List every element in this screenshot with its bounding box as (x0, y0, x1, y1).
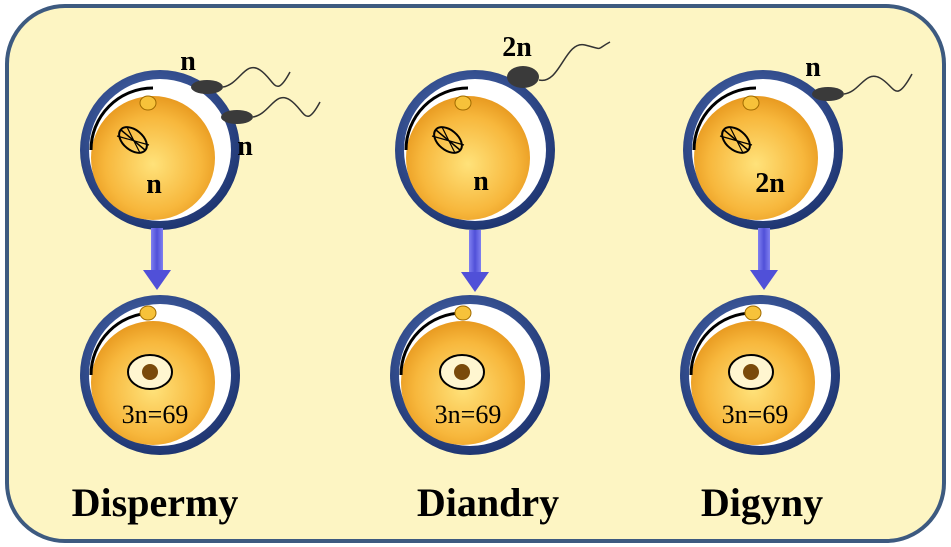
mechanism-name: Digyny (701, 480, 823, 525)
sperm-ploidy-label: n (237, 131, 253, 162)
zygote-dispermy (80, 295, 240, 455)
zygote-diandry (390, 295, 550, 455)
spindle-icon (719, 126, 753, 154)
zygote-digyny (680, 295, 840, 455)
mechanism-name: Diandry (417, 480, 559, 525)
mechanism-name: Dispermy (72, 480, 239, 525)
sperm-icon (507, 41, 611, 88)
arrow-down-icon (750, 228, 778, 290)
sperm-icon (812, 73, 913, 101)
spindle-icon (116, 126, 150, 154)
column-diandry: 2n n 3n=69 Diandry (390, 32, 611, 525)
result-ploidy-label: 3n=69 (435, 400, 502, 429)
result-ploidy-label: 3n=69 (722, 400, 789, 429)
sperm-ploidy-label: n (805, 52, 821, 83)
arrow-down-icon (143, 228, 171, 290)
column-digyny: n 2n 3n=69 Digyny (680, 52, 913, 525)
oocyte-diandry (395, 70, 555, 230)
column-dispermy: n n n 3n=69 Dispermy (72, 46, 321, 525)
oocyte-digyny (683, 70, 843, 230)
sperm-icon (191, 66, 291, 94)
arrow-down-icon (461, 230, 489, 292)
spindle-icon (431, 126, 465, 154)
oocyte-dispermy (80, 70, 240, 230)
sperm-ploidy-label: 2n (502, 32, 532, 63)
result-ploidy-label: 3n=69 (122, 400, 189, 429)
egg-ploidy-label: n (473, 166, 489, 197)
sperm-ploidy-label: n (180, 46, 196, 77)
egg-ploidy-label: 2n (755, 168, 785, 199)
egg-ploidy-label: n (146, 169, 162, 200)
sperm-icon (221, 96, 321, 124)
